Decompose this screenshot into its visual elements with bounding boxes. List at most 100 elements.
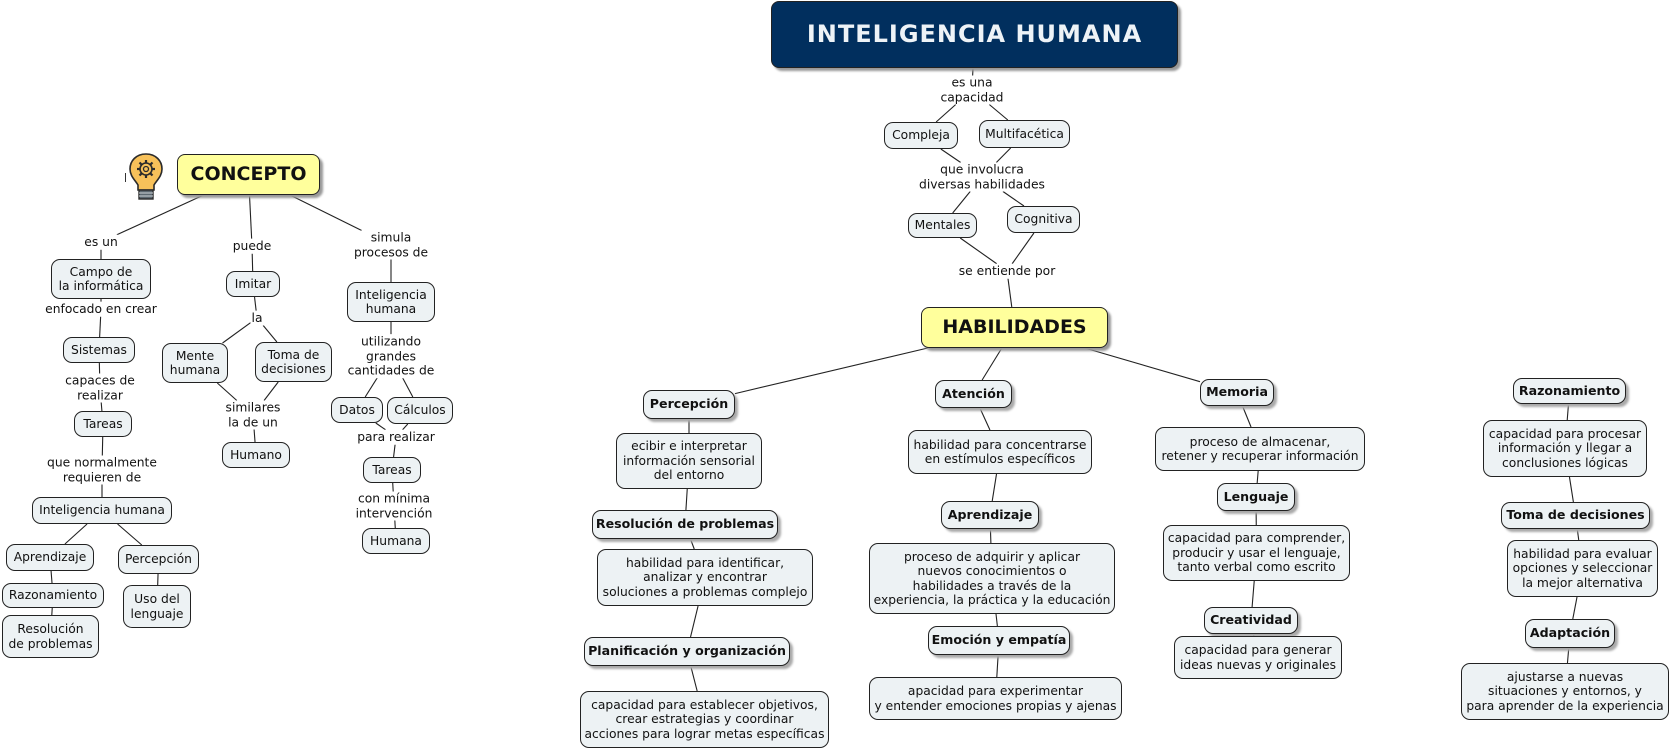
skill-aprendizaje-description[interactable]: proceso de adquirir y aplicar nuevos con…	[869, 543, 1115, 614]
connector-concepto-es_un	[116, 194, 204, 236]
node-campo-informatica[interactable]: Campo de la informática	[51, 259, 151, 299]
skill-creatividad-description[interactable]: capacidad para generar ideas nuevas y or…	[1174, 636, 1342, 679]
connector-habilidades-atencion_h	[981, 347, 1003, 381]
connector-la-mente	[222, 322, 251, 344]
link-enfocado-en-crear: enfocado en crear	[44, 301, 158, 317]
connector-toma_d-adaptacion_h	[1572, 596, 1578, 620]
connector-mentales-se_entiende_por	[959, 237, 998, 265]
node-toma-decisiones[interactable]: Toma de decisiones	[255, 342, 332, 382]
connector-para_realizar-tareas2	[393, 444, 396, 458]
connector-datos-para_realizar	[375, 422, 386, 431]
habilidades-node[interactable]: HABILIDADES	[921, 307, 1108, 348]
link-que-normalmente: que normalmente requieren de	[46, 455, 158, 485]
connector-multifacetica-que_involucra	[995, 147, 1012, 163]
connector-aprendizaje_d-emocion_h	[995, 613, 998, 627]
text-cursor	[125, 173, 126, 182]
node-mentales[interactable]: Mentales	[908, 213, 977, 238]
node-datos[interactable]: Datos	[331, 397, 383, 423]
connector-utilizando-calculos	[402, 377, 414, 398]
node-aprendizaje[interactable]: Aprendizaje	[6, 544, 94, 571]
skill-memoria[interactable]: Memoria	[1200, 379, 1274, 406]
connector-atencion_h-atencion_d	[979, 407, 991, 431]
skill-lenguaje[interactable]: Lenguaje	[1217, 483, 1295, 511]
node-percepcion[interactable]: Percepción	[118, 545, 199, 574]
lightbulb-gear-icon	[129, 153, 163, 200]
connector-razonamiento_d-toma_h	[1568, 476, 1574, 503]
node-multifacetica[interactable]: Multifacética	[979, 120, 1070, 148]
skill-atencion-description[interactable]: habilidad para concentrarse en estímulos…	[908, 430, 1092, 474]
skill-emocion-description[interactable]: apacidad para experimentar y entender em…	[869, 677, 1122, 720]
node-sistemas[interactable]: Sistemas	[63, 337, 135, 363]
connector-habilidades-memoria_h	[1084, 347, 1201, 383]
skill-emocion-empatia[interactable]: Emoción y empatía	[928, 626, 1070, 655]
node-resolucion-problemas[interactable]: Resolución de problemas	[2, 615, 99, 658]
link-capaces-de-realizar: capaces de realizar	[64, 373, 136, 403]
skill-planificacion-description[interactable]: capacidad para establecer objetivos, cre…	[580, 691, 829, 748]
connector-capaces-tareas1	[100, 402, 103, 412]
node-uso-lenguaje[interactable]: Uso del lenguaje	[123, 585, 191, 628]
connector-concepto-puede	[248, 194, 253, 239]
connector-lenguaje_d-creatividad_h	[1251, 580, 1255, 608]
concepto-node[interactable]: CONCEPTO	[177, 154, 320, 195]
connector-planificacion_h-planificacion_d	[690, 665, 698, 692]
connector-enfocado-sistemas	[99, 316, 102, 338]
link-con-minima-intervencion: con mínima intervención	[354, 491, 434, 521]
skill-resolucion-problemas[interactable]: Resolución de problemas	[592, 510, 778, 539]
connector-memoria_h-memoria_d	[1241, 405, 1252, 428]
skill-creatividad[interactable]: Creatividad	[1204, 607, 1298, 634]
link-es-una-capacidad: es una capacidad	[939, 75, 1005, 105]
node-humano[interactable]: Humano	[222, 442, 290, 468]
skill-razonamiento-description[interactable]: capacidad para procesar información y ll…	[1483, 420, 1647, 477]
skill-resolucion-description[interactable]: habilidad para identificar, analizar y e…	[597, 549, 813, 606]
connector-ih_left-aprendizaje_l	[64, 523, 88, 545]
node-imitar[interactable]: Imitar	[226, 271, 280, 297]
node-compleja[interactable]: Compleja	[884, 122, 958, 149]
node-calculos[interactable]: Cálculos	[387, 397, 453, 424]
connector-memoria_d-lenguaje_h	[1256, 470, 1259, 484]
connector-emocion_h-emocion_d	[996, 654, 999, 678]
skill-razonamiento[interactable]: Razonamiento	[1513, 378, 1626, 404]
connector-concepto-simula	[289, 194, 362, 231]
skill-atencion[interactable]: Atención	[935, 380, 1012, 408]
skill-percepcion[interactable]: Percepción	[643, 390, 735, 419]
connector-la-toma_l	[262, 324, 278, 343]
connector-es_una_capacidad-compleja	[935, 104, 957, 123]
connector-similares-humano	[253, 429, 256, 443]
connector-atencion_d-aprendizaje_h	[991, 473, 998, 502]
connector-percepcion_d-resolucion_h	[685, 488, 688, 511]
node-mente-humana[interactable]: Mente humana	[162, 343, 228, 383]
skill-adaptacion[interactable]: Adaptación	[1525, 619, 1615, 648]
link-es-un: es un	[83, 234, 119, 250]
connector-imitar-la	[253, 296, 257, 311]
skill-memoria-description[interactable]: proceso de almacenar, retener y recupera…	[1155, 427, 1365, 471]
node-cognitiva[interactable]: Cognitiva	[1007, 206, 1080, 233]
skill-toma-decisiones-description[interactable]: habilidad para evaluar opciones y selecc…	[1507, 540, 1658, 597]
skill-planificacion[interactable]: Planificación y organización	[584, 637, 790, 666]
link-se-entiende-por: se entiende por	[957, 263, 1057, 279]
link-que-involucra: que involucra diversas habilidades	[918, 162, 1046, 192]
main-title-node[interactable]: INTELIGENCIA HUMANA	[771, 1, 1178, 68]
connector-ih_left-percepcion_l	[117, 523, 143, 546]
connector-que_involucra-cognitiva	[1002, 191, 1025, 207]
node-inteligencia-humana-2[interactable]: Inteligencia humana	[347, 282, 435, 322]
skill-aprendizaje[interactable]: Aprendizaje	[941, 501, 1039, 529]
connector-utilizando-datos	[364, 377, 378, 398]
connector-mente-similares	[216, 382, 238, 401]
connector-resolucion_h-resolucion_d	[689, 538, 695, 550]
connector-toma_h-toma_d	[1576, 528, 1580, 541]
node-tareas-2[interactable]: Tareas	[363, 457, 421, 483]
node-tareas[interactable]: Tareas	[74, 411, 132, 437]
skill-percepcion-description[interactable]: ecibir e interpretar información sensori…	[616, 433, 762, 489]
connector-calculos-para_realizar	[402, 423, 409, 431]
skill-toma-decisiones[interactable]: Toma de decisiones	[1501, 502, 1650, 529]
node-inteligencia-humana[interactable]: Inteligencia humana	[32, 497, 172, 524]
connector-habilidades-percepcion_h	[734, 347, 928, 395]
connector-cognitiva-se_entiende_por	[1011, 232, 1035, 265]
skill-lenguaje-description[interactable]: capacidad para comprender, producir y us…	[1163, 525, 1350, 581]
link-similares: similares la de un	[224, 400, 282, 430]
connector-se_entiende_por-habilidades	[1007, 278, 1013, 308]
skill-adaptacion-description[interactable]: ajustarse a nuevas situaciones y entorno…	[1461, 663, 1669, 720]
connector-adaptacion_h-adaptacion_d	[1566, 647, 1570, 664]
node-humana[interactable]: Humana	[362, 528, 430, 554]
node-razonamiento[interactable]: Razonamiento	[2, 583, 104, 608]
